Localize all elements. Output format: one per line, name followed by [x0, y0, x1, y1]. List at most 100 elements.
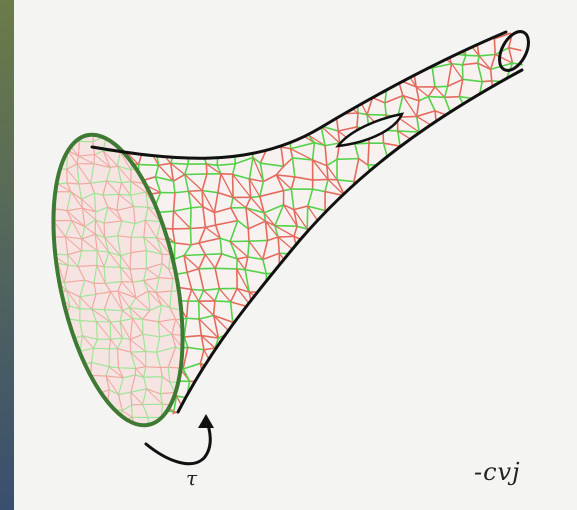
mesh-edge: [368, 19, 385, 23]
mesh-edge: [131, 318, 144, 335]
mesh-edge: [214, 253, 223, 270]
mesh-edge: [310, 290, 314, 302]
mesh-edge: [51, 138, 66, 141]
mesh-edge: [110, 338, 118, 350]
mesh-edge: [250, 196, 265, 214]
mesh-edge: [229, 409, 238, 416]
mesh-edge: [157, 321, 173, 335]
mesh-edge: [189, 226, 207, 230]
mesh-edge: [367, 54, 387, 69]
mesh-edge: [106, 180, 122, 184]
mesh-edge: [371, 351, 385, 356]
mesh-edge: [92, 83, 115, 88]
mesh-edge: [396, 236, 407, 256]
mesh-edge: [92, 18, 110, 20]
mesh-edge: [312, 18, 323, 24]
mesh-edge: [141, 95, 159, 102]
mesh-edge: [130, 350, 147, 353]
mesh-edge: [66, 182, 80, 185]
mesh-edge: [135, 366, 147, 370]
mesh-edge: [511, 145, 523, 152]
mesh-edge: [183, 244, 192, 257]
mesh-edge: [204, 17, 218, 20]
mesh-edge: [214, 267, 221, 290]
mesh-edge: [413, 255, 423, 275]
mesh-edge: [55, 389, 71, 395]
mesh-edge: [243, 411, 247, 416]
mesh-edge: [464, 156, 477, 164]
mesh-edge: [291, 157, 296, 178]
mesh-edge: [477, 284, 491, 288]
mesh-edge: [168, 268, 174, 280]
mesh-edge: [247, 84, 253, 102]
mesh-edge: [92, 47, 115, 51]
mesh-edge: [323, 65, 346, 69]
mesh-edge: [497, 426, 506, 432]
mesh-edge: [152, 79, 170, 86]
mesh-edge: [244, 125, 253, 150]
mesh-edge: [327, 395, 343, 412]
mesh-edge: [368, 252, 391, 256]
mesh-edge: [431, 332, 452, 337]
mesh-edge: [172, 395, 178, 413]
mesh-edge: [290, 351, 296, 369]
mesh-edge: [96, 264, 105, 268]
mesh-edge: [216, 164, 222, 175]
mesh-edge: [90, 180, 108, 184]
mesh-edge: [122, 46, 144, 49]
mesh-edge: [306, 382, 324, 387]
mesh-edge: [337, 318, 343, 337]
mesh-edge: [401, 274, 416, 290]
mesh-edge: [259, 180, 265, 198]
mesh-edge: [414, 272, 423, 290]
mesh-edge: [461, 316, 476, 336]
mesh-edge: [357, 157, 369, 166]
mesh-edge: [65, 418, 83, 422]
mesh-edge: [506, 426, 524, 430]
mesh-edge: [213, 211, 217, 226]
mesh-edge: [296, 83, 300, 105]
mesh-edge: [218, 288, 232, 303]
mesh-edge: [384, 94, 404, 104]
mesh-edge: [443, 142, 461, 148]
mesh-edge: [459, 270, 467, 293]
mesh-edge: [201, 189, 219, 194]
mesh-edge: [511, 149, 523, 163]
mesh-edge: [339, 34, 358, 40]
mesh-edge: [313, 363, 330, 368]
mesh-edge: [92, 48, 97, 68]
mesh-edge: [92, 402, 108, 408]
mesh-edge: [57, 182, 68, 185]
mesh-edge: [91, 308, 105, 311]
mesh-edge: [78, 140, 94, 143]
mesh-edge: [536, 259, 541, 275]
mesh-edge: [383, 378, 401, 384]
mesh-edge: [245, 68, 263, 85]
mesh-edge: [130, 351, 137, 370]
mesh-edge: [297, 384, 309, 388]
mesh-edge: [202, 113, 219, 119]
rotation-arrow-icon: [144, 414, 214, 466]
mesh-edge: [400, 157, 420, 164]
mesh-edge: [436, 252, 446, 256]
mesh-edge: [477, 204, 500, 225]
mesh-edge: [389, 31, 399, 35]
mesh-edge: [431, 253, 438, 276]
mesh-edge: [244, 354, 267, 357]
mesh-edge: [169, 123, 186, 127]
mesh-edge: [444, 379, 448, 399]
mesh-edge: [519, 243, 523, 262]
mesh-edge: [290, 401, 297, 412]
mesh-edge: [415, 141, 420, 160]
mesh-edge: [81, 198, 97, 213]
mesh-edge: [366, 236, 371, 255]
mesh-edge: [263, 212, 267, 222]
mesh-edge: [474, 31, 495, 40]
mesh-edge: [458, 145, 478, 148]
mesh-edge: [191, 288, 200, 302]
mesh-edge: [358, 82, 373, 87]
mesh-edge: [352, 212, 359, 226]
mesh-edge: [141, 309, 151, 320]
mesh-edge: [320, 39, 326, 52]
mesh-edge: [290, 109, 314, 115]
